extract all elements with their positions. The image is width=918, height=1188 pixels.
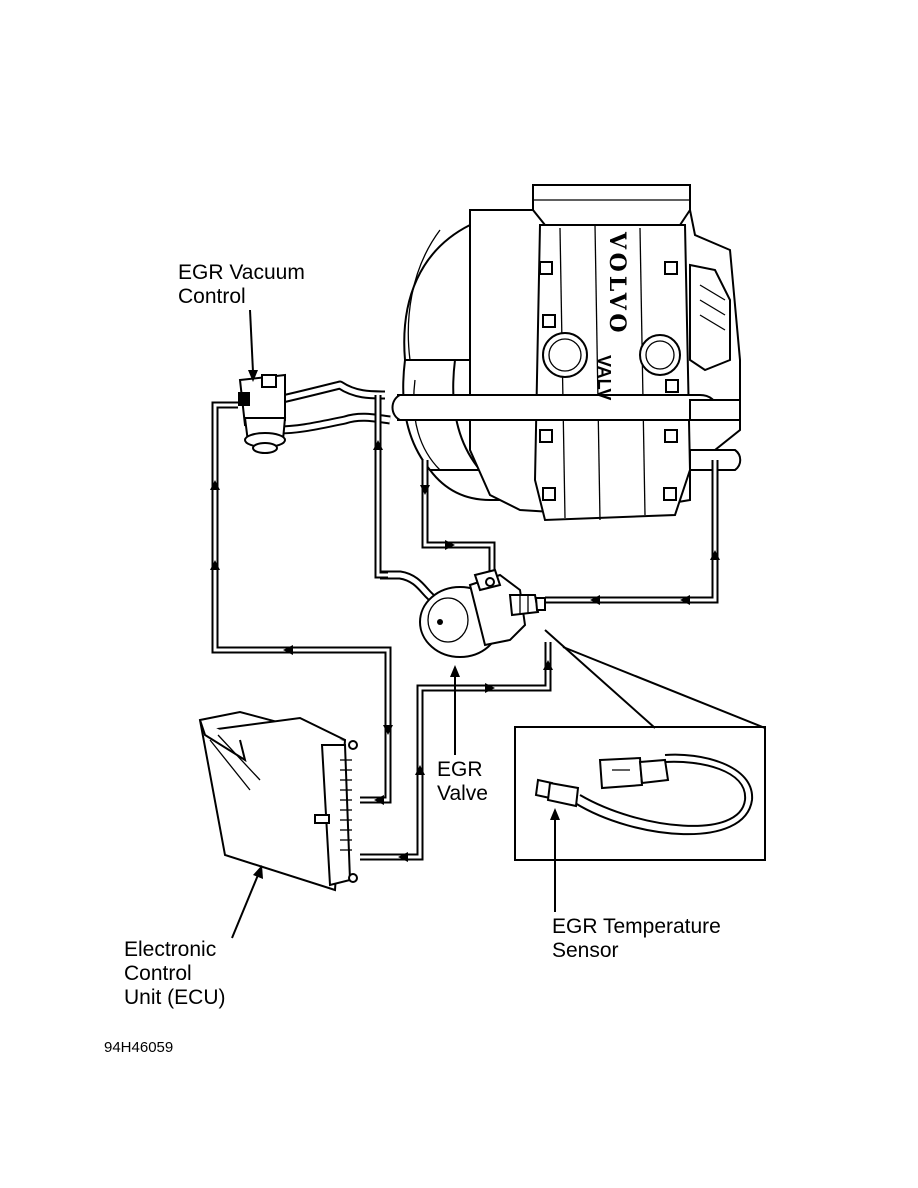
egr-vacuum-control-component bbox=[238, 373, 287, 454]
engine-brand-text: VOLVO bbox=[604, 231, 630, 337]
egr-vacuum-control-label: EGR Vacuum Control bbox=[178, 261, 305, 308]
engine-valve-text: VALV bbox=[594, 355, 614, 400]
egr-valve-component bbox=[419, 568, 546, 658]
egr-valve-label: EGR Valve bbox=[437, 758, 488, 805]
signal-lines bbox=[210, 395, 720, 862]
ecu-connector-pins bbox=[340, 759, 352, 851]
ecu-label: Electronic Control Unit (ECU) bbox=[124, 938, 226, 1009]
figure-code: 94H46059 bbox=[104, 1039, 174, 1056]
callout-arrows bbox=[231, 309, 560, 939]
egr-temperature-sensor-label: EGR Temperature Sensor bbox=[552, 915, 721, 962]
ecu-component bbox=[198, 710, 358, 892]
inset-frame bbox=[514, 726, 766, 861]
temperature-sensor-inset bbox=[514, 629, 766, 861]
engine-assembly: VOLVO VALV bbox=[391, 184, 742, 522]
